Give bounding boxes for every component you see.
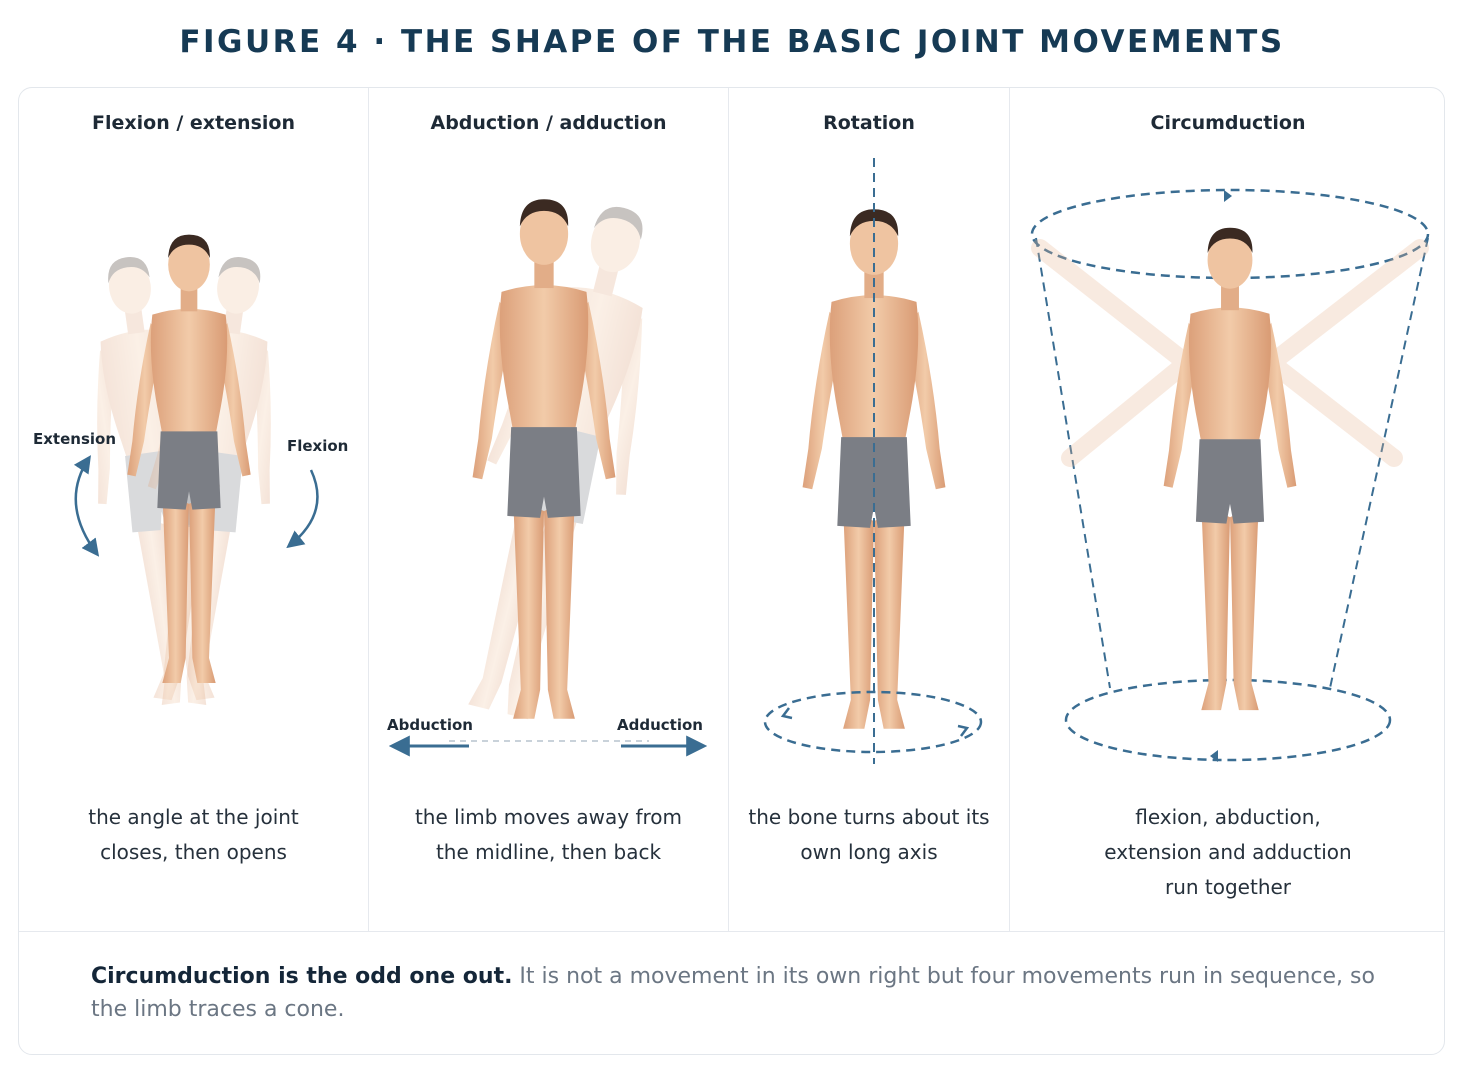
footnote: Circumduction is the odd one out. It is …	[91, 960, 1391, 1026]
caption-line: the angle at the joint	[88, 805, 299, 829]
caption-line: run together	[1164, 875, 1292, 899]
extension-arrow	[73, 455, 100, 557]
ghost-arms-raised	[1031, 239, 1429, 467]
cone-arrowhead	[1224, 190, 1232, 202]
panel-title: Flexion / extension	[92, 112, 295, 134]
panel-caption: flexion, abduction, extension and adduct…	[1010, 800, 1444, 905]
panel-circumduction: Circumduction flexion, abduc	[1009, 88, 1444, 931]
label-adduction: Adduction	[617, 716, 703, 734]
figure-card: Flexion / extension Extension Flexion th…	[18, 87, 1445, 1055]
abduction-illustration: Abduction Adduction	[387, 190, 708, 757]
label-flexion: Flexion	[287, 437, 348, 455]
caption-line: the bone turns about its	[748, 805, 990, 829]
body-figure	[802, 209, 946, 729]
panel-caption: the angle at the joint closes, then open…	[19, 800, 368, 870]
body-figure	[1163, 227, 1297, 711]
rotation-ellipse	[763, 690, 983, 754]
flexion-illustration: Extension Flexion	[33, 234, 348, 710]
panel-caption: the bone turns about its own long axis	[729, 800, 1009, 870]
rotation-arrowhead	[957, 724, 970, 737]
cone-top-ellipse	[1030, 188, 1430, 280]
caption-line: the limb moves away from	[414, 805, 683, 829]
cone-base-ellipse	[1064, 678, 1392, 762]
footnote-emphasis: Circumduction is the odd one out.	[91, 964, 513, 989]
panel-abduction-adduction: Abduction / adduction Abduction Adductio…	[368, 88, 728, 931]
flexion-arrow	[286, 469, 319, 549]
panel-title: Circumduction	[1150, 112, 1306, 134]
footnote-text: It is not a movement in its own right bu…	[91, 964, 1375, 1022]
panel-flexion-extension: Flexion / extension Extension Flexion th…	[19, 88, 368, 931]
movement-panels: Flexion / extension Extension Flexion th…	[19, 88, 1444, 932]
caption-line: extension and adduction	[1104, 840, 1352, 864]
panel-title: Abduction / adduction	[430, 112, 667, 134]
panel-caption: the limb moves away from the midline, th…	[369, 800, 728, 870]
circumduction-illustration	[1030, 188, 1430, 762]
label-abduction: Abduction	[387, 716, 473, 734]
panel-title: Rotation	[823, 112, 915, 134]
panel-rotation: Rotation the bone turns about its own lo…	[728, 88, 1009, 931]
cone-arrowhead	[1210, 750, 1218, 762]
rotation-illustration	[763, 158, 983, 764]
label-extension: Extension	[33, 430, 116, 448]
figure-title: FIGURE 4 · THE SHAPE OF THE BASIC JOINT …	[179, 24, 1285, 60]
caption-line: the midline, then back	[435, 840, 662, 864]
caption-line: own long axis	[800, 840, 938, 864]
caption-line: flexion, abduction,	[1135, 805, 1321, 829]
caption-line: closes, then opens	[100, 840, 287, 864]
rotation-arrowhead	[780, 707, 793, 720]
